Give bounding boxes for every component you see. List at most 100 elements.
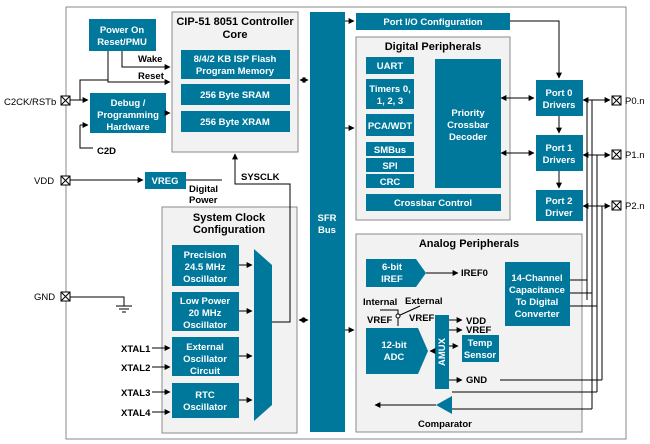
pin-vdd-connector [60,175,71,186]
cap-label-1: 14-Channel [511,273,562,284]
port1-drivers-block [536,135,583,171]
connections [70,18,611,415]
analog-title: Analog Peripherals [419,238,519,250]
comparator-triangle [436,396,452,414]
temp-label-2: Sensor [464,350,497,361]
port-io-config-block [356,13,510,30]
amux-vref-label: VREF [466,325,492,336]
precision-oscillator-block [172,245,239,286]
port0-label-1: Port 0 [546,88,573,99]
crossbar-label-3: Decoder [449,132,487,143]
debug-label-1: Debug / [111,98,146,109]
digital-power-label-1: Digital [189,184,218,195]
rtc-oscillator-block [172,383,239,418]
adc-block [366,328,428,374]
c2d-label: C2D [97,146,116,157]
port0-label-2: Drivers [543,100,576,111]
amux-gnd-label: GND [466,375,487,386]
capacitance-converter-block [505,262,570,326]
power-on-label-2: Reset/PMU [97,37,147,48]
precision-label-3: Oscillator [183,274,227,285]
core-title: CIP-51 8051 Controller [176,16,294,28]
vreg-block [145,172,186,189]
clock-mux [254,249,272,421]
timers-block [366,79,414,109]
crossbar-label-2: Crossbar [447,120,489,131]
external-label-1: External [186,342,224,353]
port-io-label: Port I/O Configuration [383,17,482,28]
pin-gnd-connector [60,291,71,302]
pin-xtal1-label: XTAL1 [121,344,151,355]
flash-label-1: 8/4/2 KB ISP Flash [194,54,277,65]
pin-vdd-label: VDD [34,176,54,187]
sfr-bus-label-2: Bus [318,225,336,236]
pin-xtal2-label: XTAL2 [121,363,150,374]
lowpower-label-1: Low Power [180,296,230,307]
port2-label-1: Port 2 [546,196,573,207]
crossbar-label-1: Priority [451,108,485,119]
flash-memory-block [181,50,290,79]
adc-label-1: 12-bit [381,340,407,351]
reset-label: Reset [138,71,165,82]
iref-label-2: IREF [381,274,403,285]
amux-label: AMUX [437,337,448,366]
sfr-bus [310,12,345,432]
sysclk-label: SYSCLK [241,172,280,183]
iref-label-1: 6-bit [382,262,403,273]
clock-title: System Clock [193,212,266,224]
pca-wdt-label: PCA/WDT [368,121,413,132]
comparator-label: Comparator [418,419,472,430]
external-vref-label-2: VREF [409,313,435,324]
digital-peripherals-title: Digital Peripherals [385,41,482,53]
external-label-2: Oscillator [183,354,227,365]
external-label-3: Circuit [190,366,221,377]
pca-wdt-block [366,114,414,136]
debug-label-3: Hardware [106,122,149,133]
clock-title-2: Configuration [193,224,265,236]
timers-label-1: Timers 0, [369,84,411,95]
sram-block [181,84,290,105]
lowpower-label-2: 20 MHz [189,308,222,319]
adc-label-2: ADC [384,352,405,363]
rtc-label-1: RTC [195,390,215,401]
pin-p1-label: P1.n [625,150,645,161]
external-oscillator-block [172,337,239,376]
low-power-oscillator-block [172,292,239,331]
temp-sensor-block [462,335,499,362]
smbus-block [366,142,414,156]
internal-vref-label-2: VREF [367,315,393,326]
pin-p2-connector [611,200,622,211]
pin-xtal4-label: XTAL4 [121,408,151,419]
pin-gnd-label: GND [34,292,55,303]
crossbar-control-label: Crossbar Control [394,198,472,209]
spi-label: SPI [382,161,397,172]
timers-label-2: 1, 2, 3 [377,96,403,107]
pin-p1-connector [611,149,622,160]
sram-label: 256 Byte SRAM [200,90,270,101]
uart-block [366,57,414,74]
smbus-label: SMBus [374,145,406,156]
port1-label-1: Port 1 [546,143,574,154]
debug-hardware-block [90,93,166,133]
wake-label: Wake [138,54,162,65]
crc-block [366,174,414,188]
spi-block [366,158,414,172]
temp-label-1: Temp [468,338,493,349]
cap-label-4: Converter [515,309,560,320]
cap-label-2: Capacitance [509,285,565,296]
pin-c2ck-connector [60,95,71,106]
port0-drivers-block [536,80,583,116]
core-title-2: Core [222,29,247,41]
pin-p2-label: P2.n [625,201,645,212]
crc-label: CRC [380,177,401,188]
cap-label-3: To Digital [516,297,559,308]
power-on-label-1: Power On [100,25,145,36]
xram-block [181,111,290,132]
port2-label-2: Driver [545,208,573,219]
internal-vref-label-1: Internal [363,297,397,308]
iref0-label: IREF0 [461,268,488,279]
port2-driver-block [536,190,583,221]
crossbar-decoder-block [435,59,501,188]
amux-vdd-label: VDD [466,316,486,327]
